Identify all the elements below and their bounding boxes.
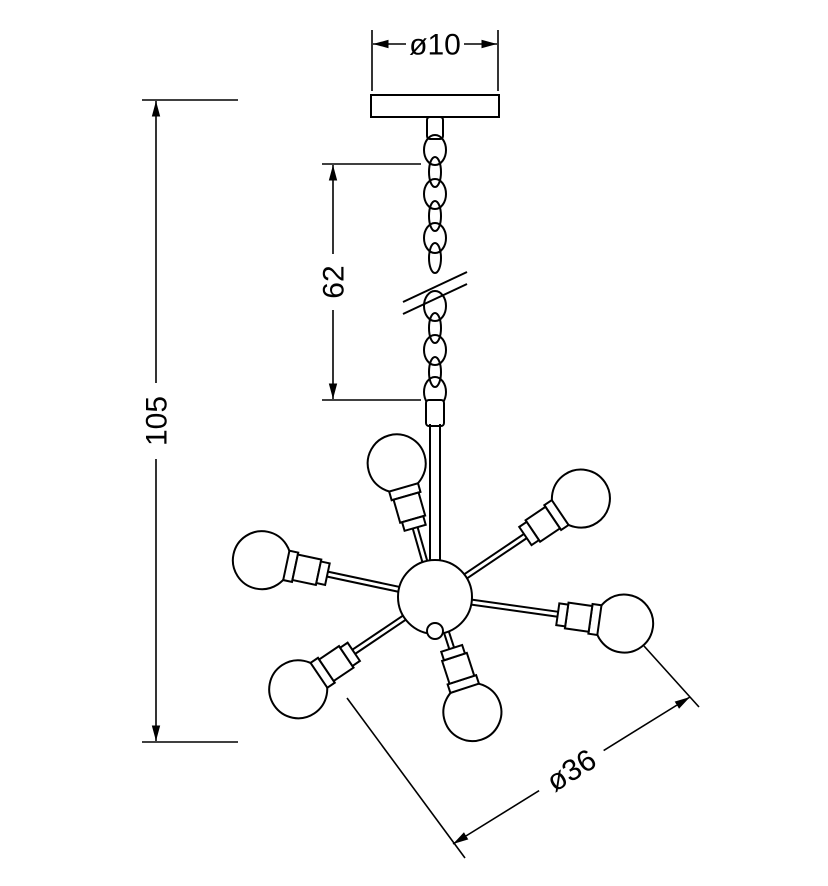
ceiling-canopy bbox=[370, 94, 500, 118]
chain-link bbox=[423, 290, 447, 322]
dimension-chain-length: 62 bbox=[316, 163, 421, 401]
hub-finial bbox=[426, 622, 444, 640]
chain-link bbox=[428, 200, 442, 232]
socket-cap bbox=[315, 560, 331, 587]
pendant-lamp-drawing bbox=[231, 94, 655, 743]
bulb bbox=[594, 593, 655, 654]
dimension-total-height: 105 bbox=[139, 99, 238, 743]
socket-body bbox=[563, 601, 594, 633]
canopy-chain-connector bbox=[426, 116, 444, 140]
socket-cap bbox=[400, 514, 427, 533]
lamp-arm-upper-right bbox=[433, 468, 611, 600]
chain-lower-section bbox=[423, 290, 447, 408]
dimension-fixture-diameter: ø36 bbox=[346, 645, 700, 859]
bulb bbox=[231, 530, 292, 591]
total-height-label: 105 bbox=[141, 396, 174, 446]
chain-break-symbol bbox=[402, 271, 468, 315]
label-background bbox=[316, 254, 350, 310]
chain-link bbox=[428, 312, 442, 344]
extension-line bbox=[643, 645, 700, 708]
chain-link bbox=[428, 242, 442, 274]
label-background bbox=[529, 735, 613, 805]
center-rod bbox=[429, 424, 441, 564]
chain-rod-connector bbox=[425, 399, 445, 427]
chain-link bbox=[423, 334, 447, 366]
socket-cap bbox=[555, 602, 570, 628]
chain-link bbox=[423, 178, 447, 210]
canopy-diameter-label: ø10 bbox=[409, 29, 461, 62]
chain-upper-section bbox=[423, 134, 447, 274]
chain-length-label: 62 bbox=[318, 265, 351, 298]
dimension-canopy-diameter: ø10 bbox=[371, 28, 499, 91]
chain-link bbox=[428, 156, 442, 188]
socket-cap bbox=[439, 643, 467, 662]
lamp-arm-upper-left bbox=[366, 433, 439, 598]
chain-link bbox=[423, 134, 447, 166]
extension-line bbox=[346, 697, 466, 859]
chain-link bbox=[423, 222, 447, 254]
socket-cap bbox=[517, 520, 541, 547]
chain-link bbox=[428, 356, 442, 388]
socket-cap bbox=[338, 641, 362, 668]
label-background bbox=[139, 383, 173, 459]
label-background bbox=[406, 28, 464, 60]
